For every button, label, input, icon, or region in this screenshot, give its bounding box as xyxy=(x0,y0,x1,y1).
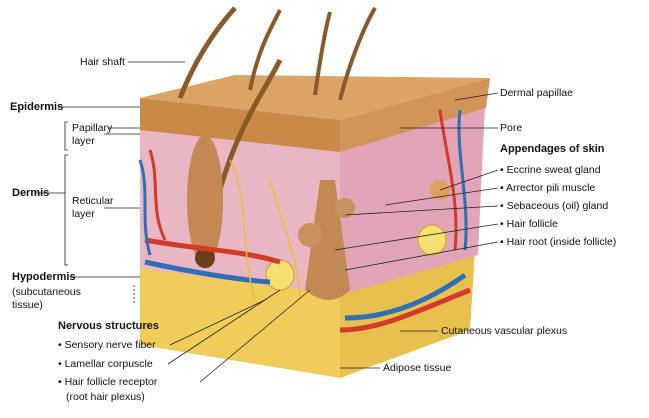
epidermis-top xyxy=(140,75,490,120)
artery xyxy=(148,109,458,251)
vein xyxy=(138,109,468,256)
sebaceous-gland xyxy=(298,223,322,247)
hair xyxy=(313,11,332,96)
label-hair-root: • Hair root (inside follicle) xyxy=(500,236,617,248)
label-hair-follicle-receptor: • Hair follicle receptor xyxy=(58,376,158,388)
label-root-hair-plexus: (root hair plexus) xyxy=(66,391,145,403)
label-epidermis: Epidermis xyxy=(10,101,64,113)
label-dermis: Dermis xyxy=(12,187,50,199)
epidermis-side xyxy=(340,78,490,152)
label-line: layer xyxy=(72,135,95,147)
label-arrector-pili: • Arrector pili muscle xyxy=(500,182,596,194)
epidermis-front xyxy=(140,98,340,152)
hair-bulb xyxy=(195,248,215,268)
label-sebaceous-gland: • Sebaceous (oil) gland xyxy=(500,200,609,212)
label-hair-follicle: • Hair follicle xyxy=(500,218,558,230)
hair-shaft xyxy=(177,6,237,99)
label-dermal-papillae: Dermal papillae xyxy=(500,87,573,99)
hair xyxy=(338,6,377,101)
label-hypodermis: Hypodermis xyxy=(12,271,76,283)
artery xyxy=(144,237,471,333)
label-hair-shaft: Hair shaft xyxy=(80,56,125,68)
nerve-fiber xyxy=(229,159,301,301)
label-line: (subcutaneous xyxy=(12,286,81,298)
label-adipose-tissue: Adipose tissue xyxy=(383,362,452,374)
label-sensory-nerve-fiber: • Sensory nerve fiber xyxy=(58,339,156,351)
nervous-structures-title: Nervous structures xyxy=(58,320,159,332)
label-lamellar-corpuscle: • Lamellar corpuscle xyxy=(58,358,153,370)
dermis-side xyxy=(340,105,485,295)
appendages-title: Appendages of skin xyxy=(500,143,605,155)
label-cutaneous-vascular-plexus: Cutaneous vascular plexus xyxy=(441,325,568,337)
sebaceous-gland xyxy=(335,198,355,218)
label-line: tissue) xyxy=(12,299,43,311)
label-line: Papillary xyxy=(72,122,113,134)
label-line: layer xyxy=(72,208,95,220)
label-pore: Pore xyxy=(500,122,523,134)
hair xyxy=(248,9,282,91)
label-line: Reticular xyxy=(72,195,114,207)
leader-lines xyxy=(36,61,499,383)
lamellar-corpuscle xyxy=(265,259,295,291)
lamellar-corpuscle xyxy=(417,224,447,256)
label-eccrine-sweat-gland: • Eccrine sweat gland xyxy=(500,164,601,176)
hair-follicle xyxy=(187,135,223,265)
vein xyxy=(144,259,467,321)
